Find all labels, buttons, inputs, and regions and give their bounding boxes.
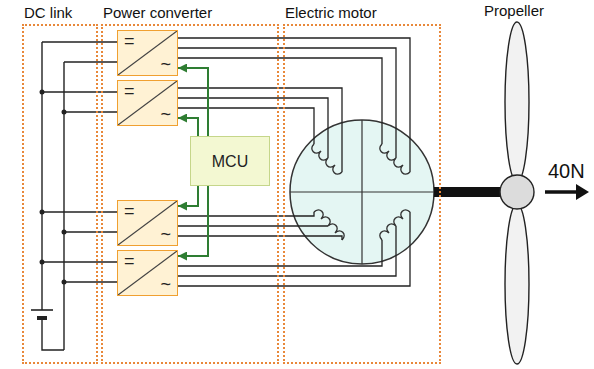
converter-symbol: ~: [160, 274, 171, 294]
propeller-blade: [505, 22, 529, 182]
input-wire: [64, 281, 117, 282]
converter-diagonal: [118, 201, 177, 245]
converter-symbol: =: [124, 81, 135, 101]
motor-stator: [290, 120, 434, 264]
control-signal: [178, 186, 198, 206]
region-heading: DC link: [24, 4, 96, 22]
converter-box: =~: [117, 200, 178, 246]
box-label: MCU: [212, 152, 248, 171]
coil-winding: [312, 144, 342, 174]
input-wire: [64, 61, 117, 62]
input-wire: [64, 231, 117, 232]
junction-dot: [40, 210, 45, 215]
converter-symbol: =: [124, 251, 135, 271]
converter-symbol: ~: [160, 54, 171, 74]
control-signal: [178, 118, 198, 136]
thrust-arrow: [545, 190, 578, 194]
junction-dot: [40, 90, 45, 95]
region-box: DC link: [22, 24, 98, 364]
phase-wire: [178, 212, 410, 286]
region-box: Power converter=~=~MCU=~=~: [101, 24, 279, 364]
controller-box: MCU: [190, 136, 270, 186]
junction-dots: [40, 90, 67, 285]
converter-box: =~: [117, 30, 178, 76]
converter-diagonal: [118, 81, 177, 125]
input-wire: [64, 111, 117, 112]
junction-dot: [40, 260, 45, 265]
region-heading: Electric motor: [285, 4, 439, 22]
converter-symbol: ~: [160, 104, 171, 124]
dc-wiring: [31, 42, 117, 350]
thrust-arrowhead: [576, 184, 589, 200]
battery-plate: [31, 309, 53, 311]
force-label: 40N: [548, 160, 585, 183]
motor-shaft: [434, 187, 504, 197]
winding-group: [178, 38, 410, 286]
phase-wire: [178, 226, 396, 276]
region-heading: Power converter: [103, 4, 277, 22]
converter-box: =~: [117, 250, 178, 296]
converter-diagonal: [118, 251, 177, 295]
input-wire: [42, 211, 117, 212]
control-signal: [178, 68, 208, 136]
input-wire: [42, 41, 117, 42]
propeller-blade: [505, 204, 529, 364]
converter-symbol: =: [124, 31, 135, 51]
phase-wire: [178, 212, 314, 216]
propeller-hub: [500, 175, 534, 209]
junction-dot: [62, 280, 67, 285]
negative-rail: [63, 62, 64, 350]
input-wire: [42, 91, 117, 92]
control-signal: [178, 186, 208, 256]
input-wire: [42, 261, 117, 262]
coil-winding: [380, 144, 410, 174]
junction-dot: [62, 110, 67, 115]
stator-divider: [361, 120, 362, 264]
phase-wire: [178, 225, 328, 226]
region-box: Electric motor: [283, 24, 441, 364]
battery-return: [42, 318, 64, 350]
converter-diagonal: [118, 31, 177, 75]
converter-symbol: ~: [160, 224, 171, 244]
phase-wire: [178, 236, 342, 240]
converter-box: =~: [117, 80, 178, 126]
coil-winding: [380, 210, 410, 240]
part-label: Propeller: [484, 2, 544, 19]
converter-symbol: =: [124, 201, 135, 221]
battery-plate: [37, 316, 47, 320]
phase-wire: [178, 58, 382, 144]
positive-rail: [41, 42, 42, 310]
junction-dot: [62, 230, 67, 235]
